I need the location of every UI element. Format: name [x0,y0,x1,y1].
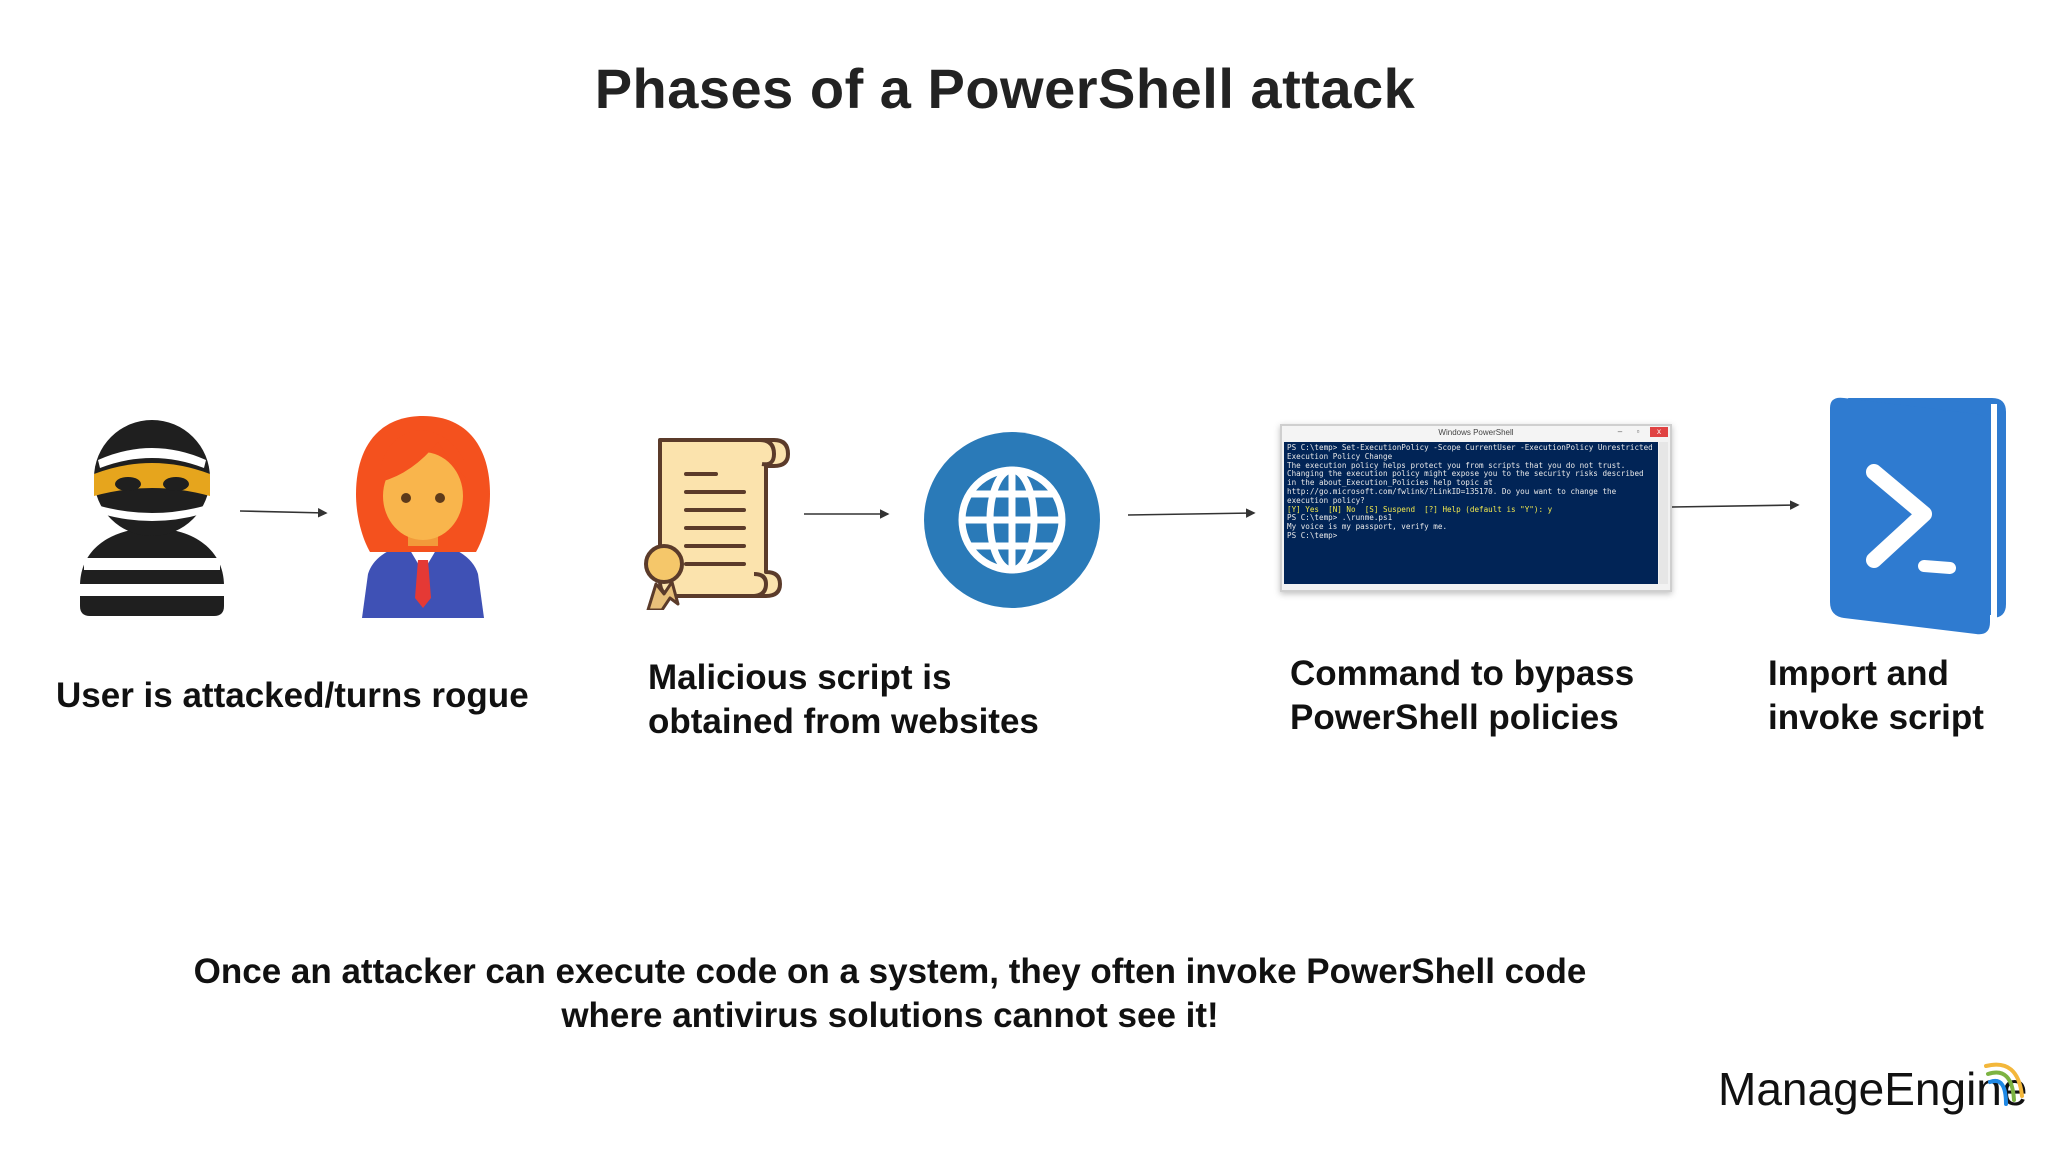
terminal-line: [Y] Yes [N] No [S] Suspend [?] Help (def… [1287,504,1553,514]
terminal-line: in the about_Execution_Policies help top… [1287,478,1493,488]
label-line: Malicious script is [648,658,952,697]
terminal-line: PS C:\temp> Set-ExecutionPolicy -Scope C… [1287,443,1653,452]
maximize-icon: ▫ [1636,427,1640,436]
terminal-title-bar: Windows PowerShell – ▫ x [1282,426,1670,440]
terminal-line: execution policy? [1287,495,1365,505]
label-line: obtained from websites [648,702,1039,741]
user-icon [356,416,490,618]
label-line: Import and [1768,654,1949,693]
terminal-line: PS C:\temp> .\runme.ps1 [1287,513,1393,523]
terminal-title: Windows PowerShell [1438,428,1514,437]
arrow-burglar-to-user [239,508,328,518]
terminal-output: PS C:\temp> Set-ExecutionPolicy -Scope C… [1284,442,1658,584]
step-label-bypass-command: Command to bypass PowerShell policies [1290,652,1634,740]
arrow-globe-to-terminal [1127,508,1256,518]
page-title: Phases of a PowerShell attack [594,57,1416,120]
label-line: invoke script [1768,698,1984,737]
step-label-user-attacked: User is attacked/turns rogue [56,674,529,718]
label-line: Command to bypass [1290,654,1635,693]
footnote-line: Once an attacker can execute code on a s… [193,952,1587,991]
powershell-icon [1830,397,2006,635]
globe-icon [924,432,1100,608]
step-label-malicious-script: Malicious script is obtained from websit… [648,656,1039,744]
terminal-line: http://go.microsoft.com/fwlink/?LinkID=1… [1287,486,1617,496]
label-line: PowerShell policies [1290,698,1619,737]
brand-logo: ManageEngine [1718,1063,2028,1115]
terminal-scrollbar [1659,442,1668,584]
arrow-terminal-to-powershell [1671,500,1800,510]
label-line: User is attacked/turns rogue [56,676,529,715]
terminal-line: Changing the execution policy might expo… [1287,469,1644,479]
burglar-icon [80,420,224,616]
powershell-terminal-window: Windows PowerShell – ▫ x PS C:\temp> Set… [1280,424,1672,592]
terminal-line: Execution Policy Change [1287,451,1393,461]
step-label-import-invoke: Import and invoke script [1768,652,1984,740]
terminal-line: PS C:\temp> [1287,530,1338,540]
footnote-line: where antivirus solutions cannot see it! [561,996,1219,1035]
terminal-line: The execution policy helps protect you f… [1287,460,1626,470]
brand-swoosh-icon [1984,1062,2024,1106]
terminal-line: My voice is my passport, verify me. [1287,522,1448,532]
minimize-icon: – [1617,427,1623,436]
script-scroll-icon [644,438,790,610]
close-icon: x [1650,427,1668,437]
footnote: Once an attacker can execute code on a s… [0,950,1780,1038]
